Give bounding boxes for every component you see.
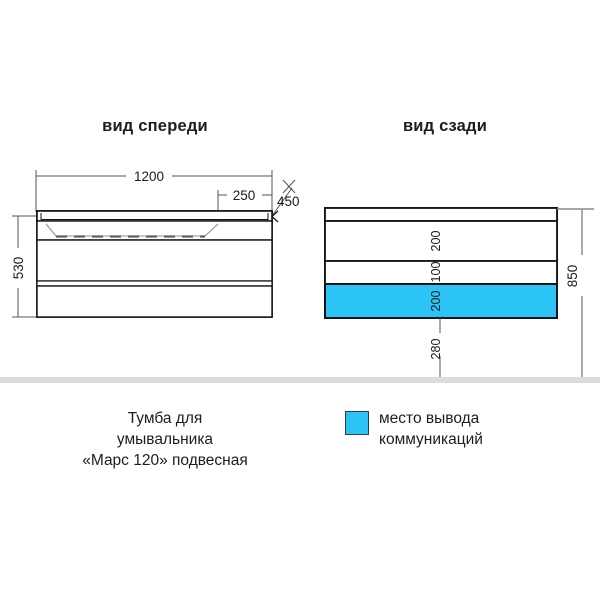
front-width-dimension: 1200 bbox=[35, 169, 273, 214]
legend: место вывода коммуникаций bbox=[345, 408, 483, 450]
rear-floor-offset-dimension: 280 bbox=[429, 318, 443, 378]
front-lower-drawer bbox=[36, 285, 273, 318]
front-middle-drawer bbox=[36, 239, 273, 282]
rear-view-group: 200 100 200 280 850 bbox=[324, 207, 594, 379]
ground-line bbox=[0, 377, 600, 383]
rear-band-100-label: 100 bbox=[429, 262, 443, 283]
product-caption: Тумба для умывальника «Марс 120» подвесн… bbox=[40, 408, 290, 471]
rear-floor-offset-label: 280 bbox=[429, 339, 443, 360]
front-depth-label: 450 bbox=[277, 194, 300, 209]
front-basin-dashed-outline bbox=[45, 223, 219, 238]
rear-total-height-dimension: 850 bbox=[557, 208, 594, 379]
rear-total-height-label: 850 bbox=[565, 265, 580, 288]
front-height-label: 530 bbox=[11, 257, 26, 280]
caption-line-2: умывальника bbox=[116, 431, 214, 448]
front-view-group: 1200 250 450 bbox=[11, 169, 300, 318]
rear-band-200-blue-label: 200 bbox=[429, 291, 443, 312]
rear-communications-zone bbox=[324, 283, 558, 319]
caption-line-3: «Марс 120» подвесная bbox=[82, 452, 248, 469]
rear-top-band bbox=[324, 207, 558, 222]
front-width-label: 1200 bbox=[134, 169, 164, 184]
legend-line-2: коммуникаций bbox=[379, 431, 483, 448]
caption-line-1: Тумба для bbox=[127, 410, 203, 427]
rear-band-200-upper bbox=[324, 220, 558, 262]
legend-color-swatch bbox=[345, 411, 369, 435]
front-drawer-gap bbox=[36, 280, 273, 287]
rear-band-200-upper-label: 200 bbox=[429, 231, 443, 252]
front-height-dimension: 530 bbox=[11, 215, 36, 318]
front-view-title: вид спереди bbox=[102, 117, 208, 135]
front-inset-label: 250 bbox=[233, 188, 256, 203]
legend-line-1: место вывода bbox=[379, 410, 480, 427]
rear-view-title: вид сзади bbox=[402, 117, 488, 135]
legend-label: место вывода коммуникаций bbox=[379, 408, 483, 450]
